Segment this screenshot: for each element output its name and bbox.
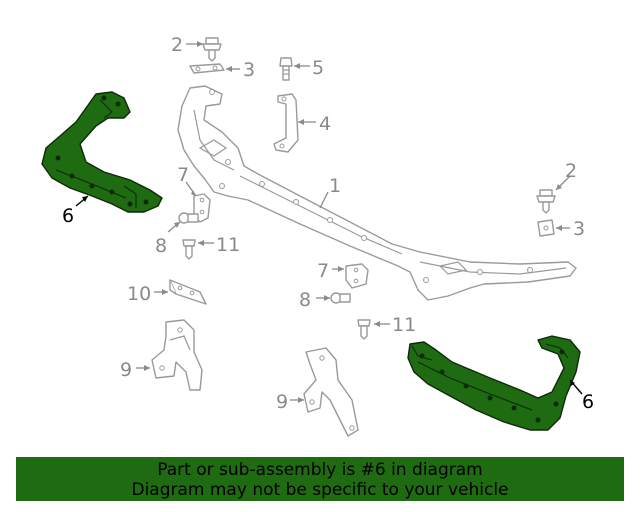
part-2-bolt-right[interactable] xyxy=(536,189,556,214)
callout-11-right: 11 xyxy=(392,314,416,336)
arrow-11-left xyxy=(198,240,204,246)
banner-line-2: Diagram may not be specific to your vehi… xyxy=(131,480,509,500)
arrow-9-right xyxy=(298,397,304,403)
arrow-8-left xyxy=(174,222,180,228)
part-1-tie-bar[interactable] xyxy=(177,85,577,301)
part-9-bracket-left[interactable] xyxy=(151,319,203,391)
part-10-plate[interactable] xyxy=(169,279,207,305)
callout-8-right: 8 xyxy=(299,289,311,311)
arrow-6-right xyxy=(570,380,575,386)
arrow-5 xyxy=(294,63,300,69)
part-4-bracket[interactable] xyxy=(273,93,299,153)
part-7-bracket-right[interactable] xyxy=(345,263,369,289)
arrow-3-right xyxy=(556,225,562,231)
parts-diagram: 1 2 3 5 4 xyxy=(41,34,594,437)
callout-7-left: 7 xyxy=(177,164,189,186)
callout-1: 1 xyxy=(329,175,341,197)
part-11-bolt-left[interactable] xyxy=(182,239,196,260)
part-2-bolt-upper[interactable] xyxy=(202,37,222,62)
callout-5: 5 xyxy=(312,57,324,79)
part-6-bracket-right[interactable] xyxy=(407,335,581,431)
banner-line-1: Part or sub-assembly is #6 in diagram xyxy=(157,460,483,480)
arrow-8-right xyxy=(324,295,330,301)
arrow-2-upper xyxy=(197,41,203,47)
callout-6-right: 6 xyxy=(582,391,594,413)
arrow-7-left xyxy=(191,190,196,196)
callout-4: 4 xyxy=(319,113,331,135)
callout-9-right: 9 xyxy=(276,391,288,413)
callout-6-left: 6 xyxy=(62,205,74,227)
callout-10: 10 xyxy=(127,283,151,305)
arrow-11-right xyxy=(374,321,380,327)
callout-9-left: 9 xyxy=(120,359,132,381)
arrow-9-left xyxy=(144,365,150,371)
info-banner: Part or sub-assembly is #6 in diagram Di… xyxy=(16,457,624,501)
callout-11-left: 11 xyxy=(216,234,240,256)
arrow-4 xyxy=(298,119,304,125)
callout-3-upper: 3 xyxy=(243,59,255,81)
callout-7-right: 7 xyxy=(317,260,329,282)
part-9-bracket-right[interactable] xyxy=(303,347,359,437)
callout-8-left: 8 xyxy=(155,235,167,257)
part-8-bolt-right[interactable] xyxy=(330,292,351,304)
arrow-7-right xyxy=(338,266,344,272)
part-5-bolt[interactable] xyxy=(279,57,293,81)
part-3-clip-right[interactable] xyxy=(537,219,555,237)
arrow-3-upper xyxy=(226,66,232,72)
callout-2-upper: 2 xyxy=(171,34,183,56)
leader-1 xyxy=(319,191,329,209)
part-6-bracket-left[interactable] xyxy=(41,91,163,213)
arrow-10 xyxy=(162,289,168,295)
callout-3-right: 3 xyxy=(573,218,585,240)
arrow-2-right xyxy=(556,184,562,190)
arrow-6-left xyxy=(82,196,88,202)
callout-2-right: 2 xyxy=(565,160,577,182)
part-11-bolt-right[interactable] xyxy=(357,319,371,340)
part-8-bolt-left[interactable] xyxy=(178,212,199,224)
part-3-plate-upper[interactable] xyxy=(189,63,225,74)
